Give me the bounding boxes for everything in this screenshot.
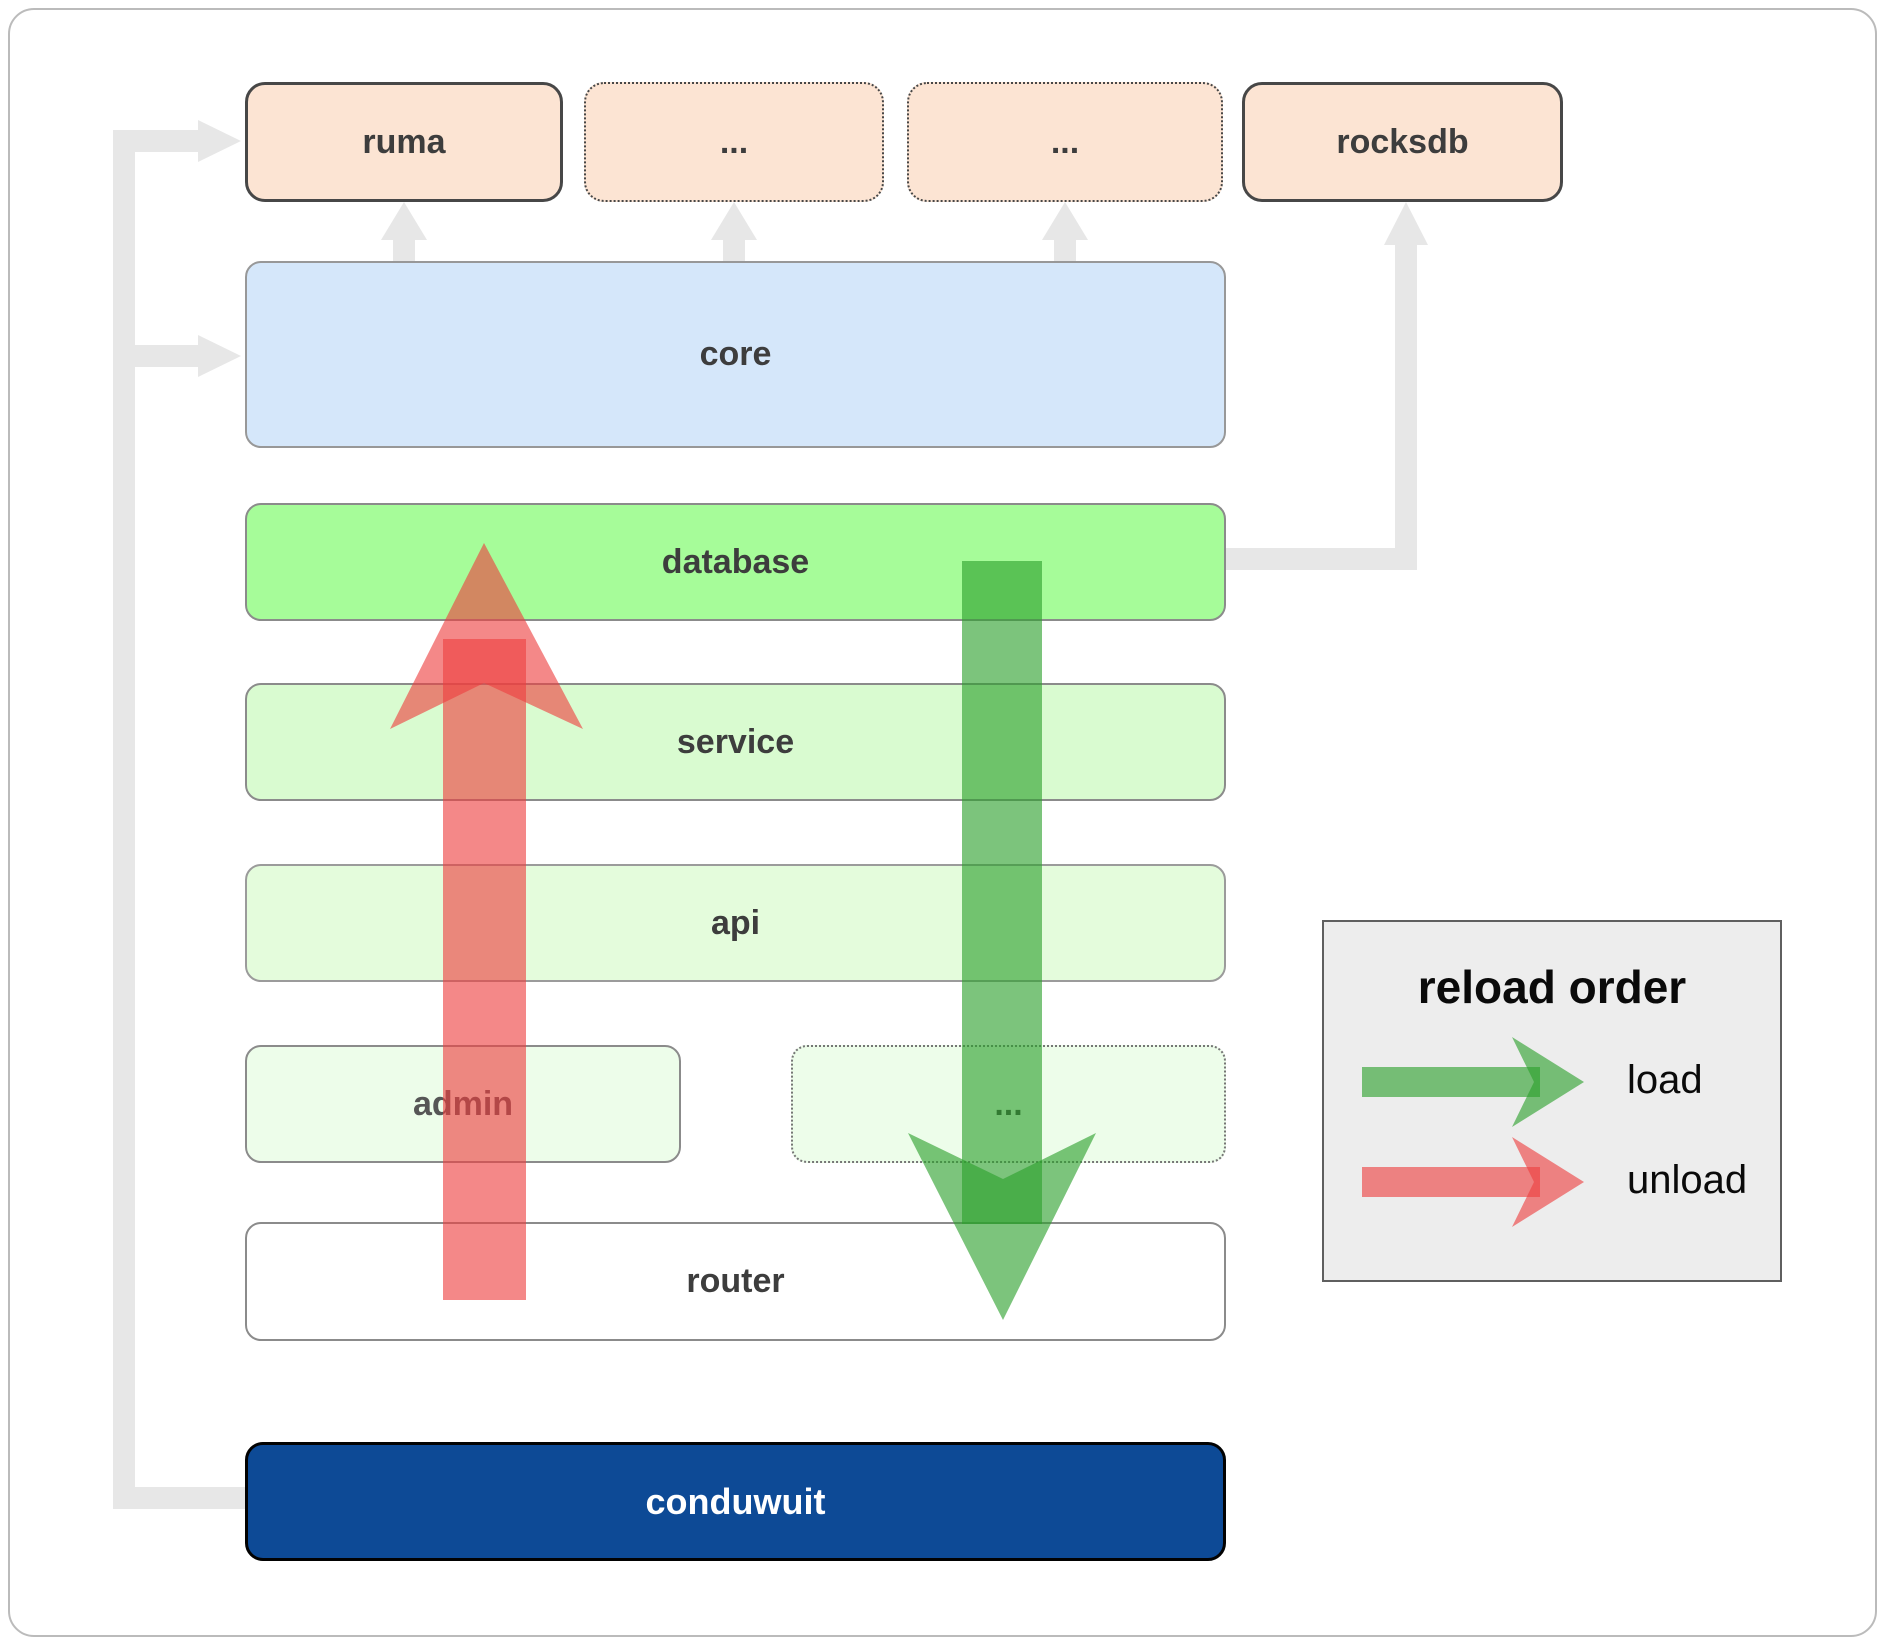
node-rocksdb: rocksdb [1242, 82, 1563, 202]
node-api: api [245, 864, 1226, 982]
legend-load-label: load [1627, 1058, 1703, 1102]
node-ellipsis-2-label: ... [1050, 122, 1080, 161]
node-conduwuit-label: conduwuit [645, 1480, 826, 1522]
node-ellipsis-1: ... [584, 82, 884, 202]
node-api-label: api [710, 903, 761, 942]
node-core-label: core [699, 335, 772, 373]
node-admin-label: admin [412, 1084, 514, 1123]
arrowhead-core-dots1-icon [711, 202, 757, 240]
arrowhead-core-ruma-icon [381, 202, 427, 240]
arrowhead-core-dots2-icon [1042, 202, 1088, 240]
node-ellipsis-2: ... [907, 82, 1223, 202]
node-ruma: ruma [245, 82, 563, 202]
node-admin-ellipsis: ... [791, 1045, 1226, 1163]
legend-title: reload order [1417, 961, 1687, 1013]
node-database-label: database [661, 542, 810, 581]
node-conduwuit: conduwuit [245, 1442, 1226, 1561]
node-service: service [245, 683, 1226, 801]
node-rocksdb-label: rocksdb [1336, 122, 1469, 161]
node-service-label: service [676, 722, 795, 761]
node-database: database [245, 503, 1226, 621]
legend-reload-order: reload order load unload [1322, 920, 1782, 1282]
legend-unload-label: unload [1627, 1158, 1748, 1202]
arrowhead-into-ruma-icon [198, 120, 241, 162]
node-ellipsis-1-label: ... [719, 122, 749, 161]
database-to-rocksdb-line [1224, 240, 1417, 570]
arrowhead-into-core-icon [198, 335, 241, 377]
node-admin-ellipsis-label: ... [994, 1084, 1023, 1123]
node-router: router [245, 1222, 1226, 1341]
node-core: core [245, 261, 1226, 448]
node-ruma-label: ruma [362, 122, 446, 161]
conduwuit-to-top-line [113, 130, 245, 1509]
node-router-label: router [686, 1262, 785, 1300]
node-admin: admin [245, 1045, 681, 1163]
arrowhead-into-rocksdb-icon [1384, 202, 1428, 245]
